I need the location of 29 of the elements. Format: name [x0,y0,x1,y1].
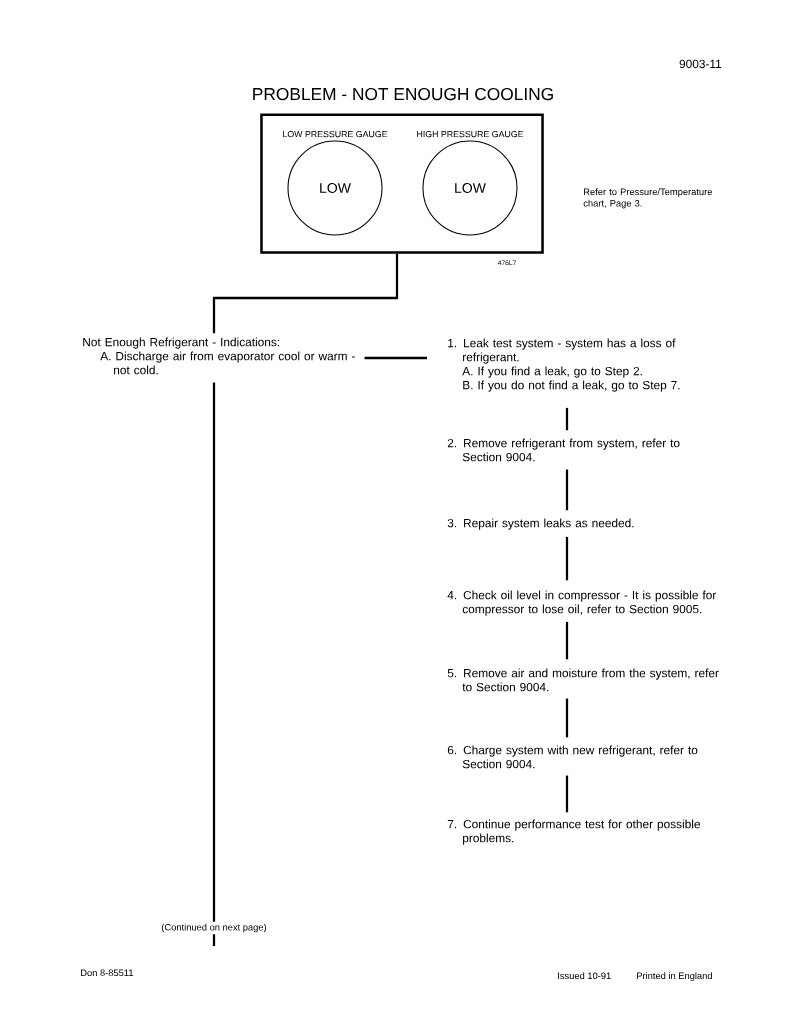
connector-line [565,698,569,738]
connector-line [212,382,216,946]
gauge-label: LOW PRESSURE GAUGE [283,130,388,138]
step-text: 4. Check oil level in compressor - It is possible for compressor to lose oil, refer to Section 9005. [447,590,717,616]
step-text: 7. Continue performance test for other possible problems. [447,819,700,845]
gauge-label: HIGH PRESSURE GAUGE [417,130,524,138]
page-number: 9003-11 [679,59,722,69]
connector-line [565,775,569,813]
step-text: 5. Remove air and moisture from the system, refer to Section 9004. [447,668,719,692]
step-text: 6. Charge system with new refrigerant, refer to Section 9004. [447,745,698,769]
note-text: Refer to Pressure/Temperature chart, Page 3. [583,188,712,209]
pressure-gauge: LOW [422,140,518,236]
connector-line [565,621,569,660]
footer-text: Don 8-85511 [81,969,134,977]
connector-line [565,469,569,511]
page-title: PROBLEM - NOT ENOUGH COOLING [253,87,553,101]
footer-text: Printed in England [637,972,712,981]
connector-line [212,253,399,334]
connector-line [364,356,427,360]
gauge-panel [260,113,544,254]
footer-text: Issued 10-91 [558,972,611,980]
indication-text: Not Enough Refrigerant - Indications: A. Discharge air from evaporator cool or warm - not cold. [83,337,355,375]
step-text: 3. Repair system leaks as needed. [447,518,634,530]
pressure-gauge: LOW [287,140,383,236]
step-text: 1. Leak test system - system has a loss of refrigerant. A. If you find a leak, go to Step 2. B. If you do not find a leak, go to Step 7. [448,338,680,392]
step-text: 2. Remove refrigerant from system, refer to Section 9004. [447,438,680,462]
connector-line [565,536,569,581]
connector-line [565,407,569,431]
edge-label: (Continued on next page) [160,921,268,935]
